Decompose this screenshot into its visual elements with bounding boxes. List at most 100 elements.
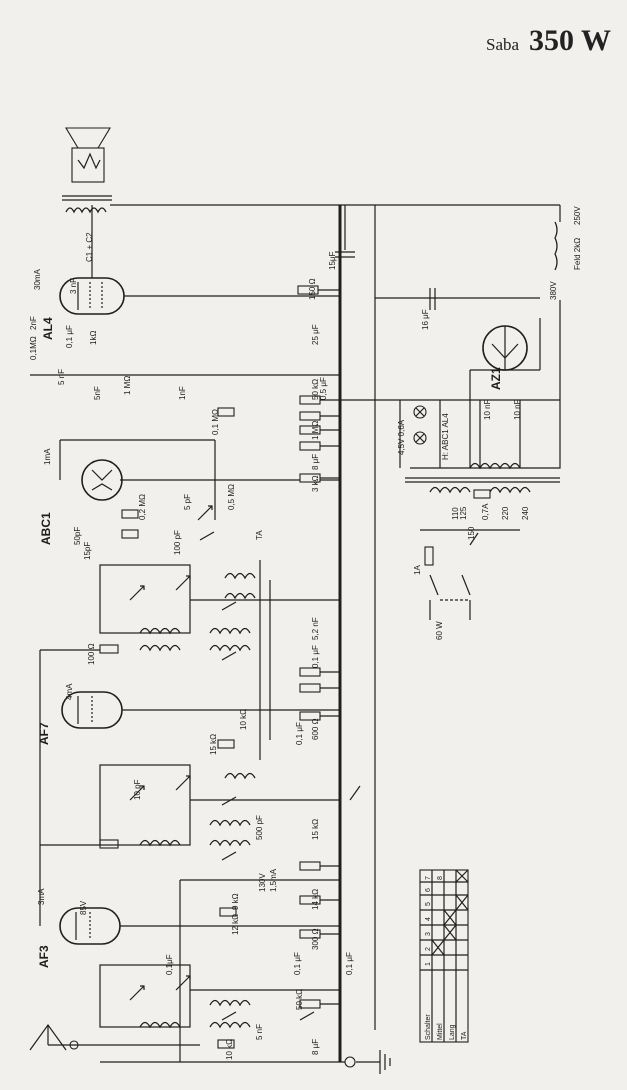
value-c25: 25 μF [311,324,320,345]
label-15ma: 1,5mA [269,868,278,892]
value-c3n: 3 nF [69,278,78,294]
value-r1m2: 1 MΩ [311,421,320,440]
value-c5-2: 5,2 nF [311,617,320,640]
value-c100p: 100 pF [173,530,182,555]
value-r02: 0,2 MΩ [138,494,147,520]
table-col-5: 5 [425,902,432,906]
filter-capacitor-16uf [375,288,540,310]
value-r50: 50 kΩ [311,379,320,400]
table-col-2: 2 [425,947,432,951]
label-130v: 130V [258,873,267,892]
value-250v: 250V [573,206,582,225]
value-ta: TA [255,530,264,540]
label-af3: AF3 [37,945,51,968]
table-row-lang: Lang [449,1024,456,1040]
value-c01c: 0,1 μF [293,952,302,975]
value-r12: 12 kΩ [231,914,240,935]
value-c01d: 0,1 μF [345,952,354,975]
table-row-ta: TA [461,1031,468,1040]
value-c10p: 10 pF [133,779,142,800]
value-r150: 150 Ω [308,278,317,300]
label-abc1: ABC1 [39,512,53,545]
value-r10: 10 kΩ [239,709,248,730]
tube-labels: AL4 ABC1 AF7 AF3 AZ1 [37,317,503,968]
value-r1k: 1kΩ [89,331,98,345]
table-col-1: 1 [425,962,432,966]
label-af7: AF7 [37,722,51,745]
label-30ma: 30mA [33,268,42,290]
label-al4: AL4 [41,317,55,340]
value-r01m: 0,1 MΩ [211,409,220,435]
value-c1: C1 + C2 [85,232,94,262]
value-c5n2: 5nF [93,386,102,400]
value-c01b: 0,1 μF [295,722,304,745]
value-r14: 14 kΩ [311,889,320,910]
value-fuse: 1A [413,565,422,575]
value-tap-240: 240 [521,506,530,520]
value-c5p: 5 pF [183,494,192,510]
ground-icon [344,1050,391,1074]
table-row-mittel: Mittel [437,1023,444,1040]
value-fuse2: 0,7A [481,503,490,520]
value-r600: 600 Ω [311,718,320,740]
table-col-6: 6 [425,888,432,892]
value-c5n3: 5 nF [255,1024,264,1040]
value-c05: 0,5 μF [319,377,328,400]
switch-table [419,869,469,1043]
label-4ma: 4mA [65,683,74,700]
value-tap-125: 125 [459,506,468,520]
value-c15p: 15pF [83,542,92,560]
value-r15: 15 kΩ [209,734,218,755]
value-c500: 500 pF [255,815,264,840]
value-r3k: 3 kΩ [311,475,320,492]
value-c5n: 5 nF [57,369,66,385]
pilot-lamp-icon [413,405,427,445]
tube-af3 [59,907,121,945]
value-c01u: 0,1 μF [311,645,320,668]
component-values: 16 μF 15μF 150 Ω 25 μF 3 nF 2nF 0,1MΩ 0,… [29,206,582,1060]
value-c8: 8 μF [311,454,320,470]
table-row-schalter: Schalter [425,1014,432,1040]
speaker-icon [65,127,111,183]
output-transformer [62,195,112,214]
label-az1: AZ1 [489,367,503,390]
tube-abc1 [81,459,123,501]
value-r15k: 15 kΩ [311,819,320,840]
value-c2n: 2nF [29,316,38,330]
value-r100: 100 Ω [87,643,96,665]
table-col-3: 3 [425,932,432,936]
value-lamps: 4,5V 0,6A [397,419,406,455]
label-1ma: 1mA [43,448,52,465]
table-col-4: 4 [425,917,432,921]
value-c8b: 8 μF [311,1039,320,1055]
value-c01e: 0,1μF [165,954,174,975]
value-c01: 0,1 μF [65,325,74,348]
value-c1n: 1nF [178,386,187,400]
switch-table-labels: Schalter Mittel Lang TA 1 2 3 4 5 6 7 8 [425,876,468,1040]
value-tap-110: 110 [451,507,460,520]
value-r10b: 10 kΩ [225,1039,234,1060]
value-field: Feld 2kΩ [573,238,582,270]
value-r9: 9 kΩ [231,893,240,910]
value-r05: 0,5 MΩ [227,484,236,510]
value-r50b: 50 kΩ [295,989,304,1010]
table-col-8: 8 [437,876,444,880]
table-col-7: 7 [425,876,432,880]
value-c10n: 10 nF [483,399,492,420]
value-c16: 16 μF [421,309,430,330]
value-r1m: 1 MΩ [123,376,132,395]
model-label: 350 W [529,24,611,57]
value-r300: 300 Ω [311,928,320,950]
value-c50p: 50pF [73,527,82,545]
maker-label: Saba [485,35,520,54]
value-heater: H: ABC1 AL4 [441,413,450,460]
value-tap-220: 220 [501,506,510,520]
diagram-title: Saba 350 W [486,24,611,58]
value-c10n2: 10 nF [513,399,522,420]
filter-capacitor-15uf [335,251,355,258]
value-power: 60 W [435,621,444,640]
current-labels: 30mA 1mA 4mA 3mA 85V 130V 1,5mA [33,268,278,915]
value-r01: 0,1MΩ [29,336,38,360]
antenna-icon [29,1023,200,1051]
